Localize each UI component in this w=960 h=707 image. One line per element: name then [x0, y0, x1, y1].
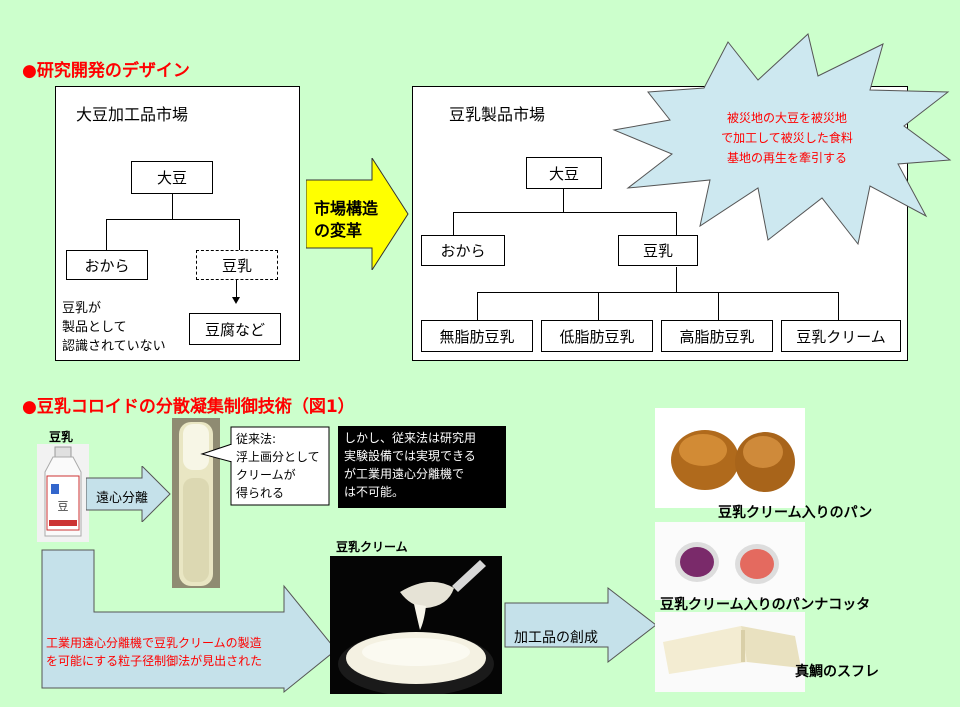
market-change-arrow — [306, 158, 409, 270]
node-soybean: 大豆 — [131, 161, 213, 194]
callout-conventional-method: 従来法: 浮上画分として クリームが 得られる — [236, 432, 320, 500]
product-pannacotta-label: 豆乳クリーム入りのパンナコッタ — [660, 597, 871, 613]
burst-text: 被災地の大豆を被災地 で加工して被災した食料 基地の再生を牽引する — [721, 111, 853, 165]
node-lowfat-soymilk: 低脂肪豆乳 — [541, 320, 653, 352]
soymilk-cream-photo — [330, 556, 502, 694]
node-highfat-soymilk: 高脂肪豆乳 — [661, 320, 773, 352]
product-bread-label: 豆乳クリーム入りのパン — [718, 505, 873, 521]
starburst-shape — [612, 33, 952, 246]
soymilk-label: 豆乳 — [49, 430, 74, 444]
svg-text:豆: 豆 — [58, 500, 69, 513]
centrifuge-arrow — [86, 466, 171, 522]
panel-title: 豆乳製品市場 — [449, 105, 546, 124]
processed-products-arrow — [504, 587, 657, 663]
soymilk-cream-label: 豆乳クリーム — [336, 540, 408, 554]
node-soymilk: 豆乳 — [618, 235, 698, 266]
note-soymilk-not-recognized: 豆乳が 製品として 認識されていない — [62, 301, 166, 354]
node-okara: おから — [66, 250, 148, 280]
section-title-colloid: ●豆乳コロイドの分散凝集制御技術（図1） — [22, 397, 355, 417]
souffle-photo — [655, 612, 805, 692]
bottom-arrow-text: 工業用遠心分離機で豆乳クリームの製造 を可能にする粒子径制御法が見出された — [46, 636, 263, 668]
centrifuge-label: 遠心分離 — [96, 491, 149, 506]
pannacotta-photo — [655, 522, 805, 600]
processed-products-label: 加工品の創成 — [514, 630, 598, 646]
soymilk-bottle-icon: 豆 — [37, 444, 89, 542]
centrifuge-tube-photo — [172, 418, 220, 588]
node-okara: おから — [421, 235, 505, 266]
node-soybean: 大豆 — [526, 157, 602, 189]
soy-processed-market-panel: 大豆加工品市場 大豆 おから 豆乳 豆腐など 豆乳が 製品として 認識されていな… — [55, 86, 300, 361]
node-soymilk-dashed: 豆乳 — [196, 250, 278, 280]
process-arrow — [41, 549, 337, 694]
panel-title: 大豆加工品市場 — [76, 105, 189, 124]
callout-pointer — [200, 426, 330, 506]
node-nonfat-soymilk: 無脂肪豆乳 — [421, 320, 533, 352]
bread-photo — [655, 408, 805, 508]
node-tofu: 豆腐など — [189, 313, 281, 345]
section-title-design: ●研究開発のデザイン — [22, 61, 190, 81]
product-souffle-label: 真鯛のスフレ — [795, 664, 879, 680]
soymilk-product-market-panel: 豆乳製品市場 大豆 おから 豆乳 無脂肪豆乳 低脂肪豆乳 高脂肪豆乳 豆乳クリー… — [412, 86, 908, 361]
callout-limitation: しかし、従来法は研究用 実験設備では実現できる が工業用遠心分離機で は不可能。 — [338, 426, 506, 508]
node-soymilk-cream: 豆乳クリーム — [781, 320, 901, 352]
arrow-down-icon — [232, 297, 240, 304]
market-change-label: 市場構造 の変革 — [314, 199, 379, 240]
